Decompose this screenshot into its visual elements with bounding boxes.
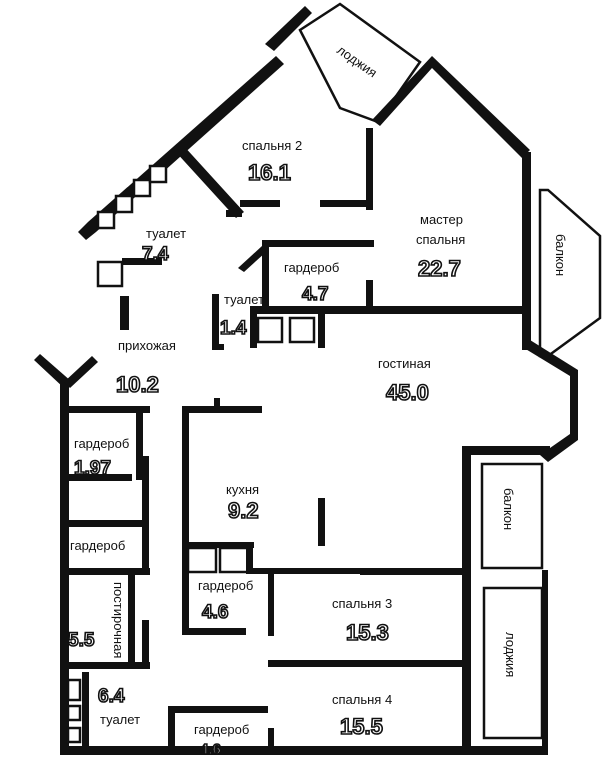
master-area: 22.7: [418, 256, 461, 281]
wardrobe4-label: гардероб: [198, 578, 253, 593]
wardrobe4-area: 4.6: [202, 602, 228, 623]
exterior-walls: [34, 2, 602, 755]
room-labels: лоджия спальня 2 16.1 мастер спальня 22.…: [67, 42, 568, 759]
toilet1-label: туалет: [146, 226, 186, 241]
toilet3-label: туалет: [100, 712, 140, 727]
kitchen-area: 9.2: [228, 498, 259, 523]
bedroom2-area: 16.1: [248, 160, 291, 185]
toilet3-area: 6.4: [98, 686, 125, 707]
living-label: гостиная: [378, 356, 431, 371]
hallway-area: 10.2: [116, 372, 159, 397]
wardrobe1-label: гардероб: [284, 260, 339, 275]
toilet2-area: 1.4: [220, 318, 247, 339]
toilet2-label: туалет: [224, 292, 264, 307]
master-label-2: спальня: [416, 232, 465, 247]
bedroom3-label: спальня 3: [332, 596, 392, 611]
bedroom2-label: спальня 2: [242, 138, 302, 153]
balcony-right-label: балкон: [553, 234, 568, 276]
wardrobe1-area: 4.7: [302, 284, 328, 305]
laundry-area: 5.5: [68, 630, 95, 651]
wardrobe2-area: 1.97: [74, 458, 111, 479]
master-label-1: мастер: [420, 212, 463, 227]
loggia-bottom-label: лоджия: [503, 632, 518, 677]
wardrobe3-label: гардероб: [70, 538, 125, 553]
bedroom4-label: спальня 4: [332, 692, 392, 707]
balcony-mid-label: балкон: [501, 488, 516, 530]
wardrobe5-label: гардероб: [194, 722, 249, 737]
wardrobe2-label: гардероб: [74, 436, 129, 451]
bedroom4-area: 15.5: [340, 714, 383, 739]
wardrobe5-area: 4.6: [200, 741, 221, 758]
laundry-label: постирочная: [111, 582, 126, 658]
living-area: 45.0: [386, 380, 429, 405]
hallway-label: прихожая: [118, 338, 176, 353]
toilet1-area: 7.4: [142, 244, 169, 265]
interior-walls: [66, 128, 530, 750]
kitchen-label: кухня: [226, 482, 259, 497]
bedroom3-area: 15.3: [346, 620, 389, 645]
